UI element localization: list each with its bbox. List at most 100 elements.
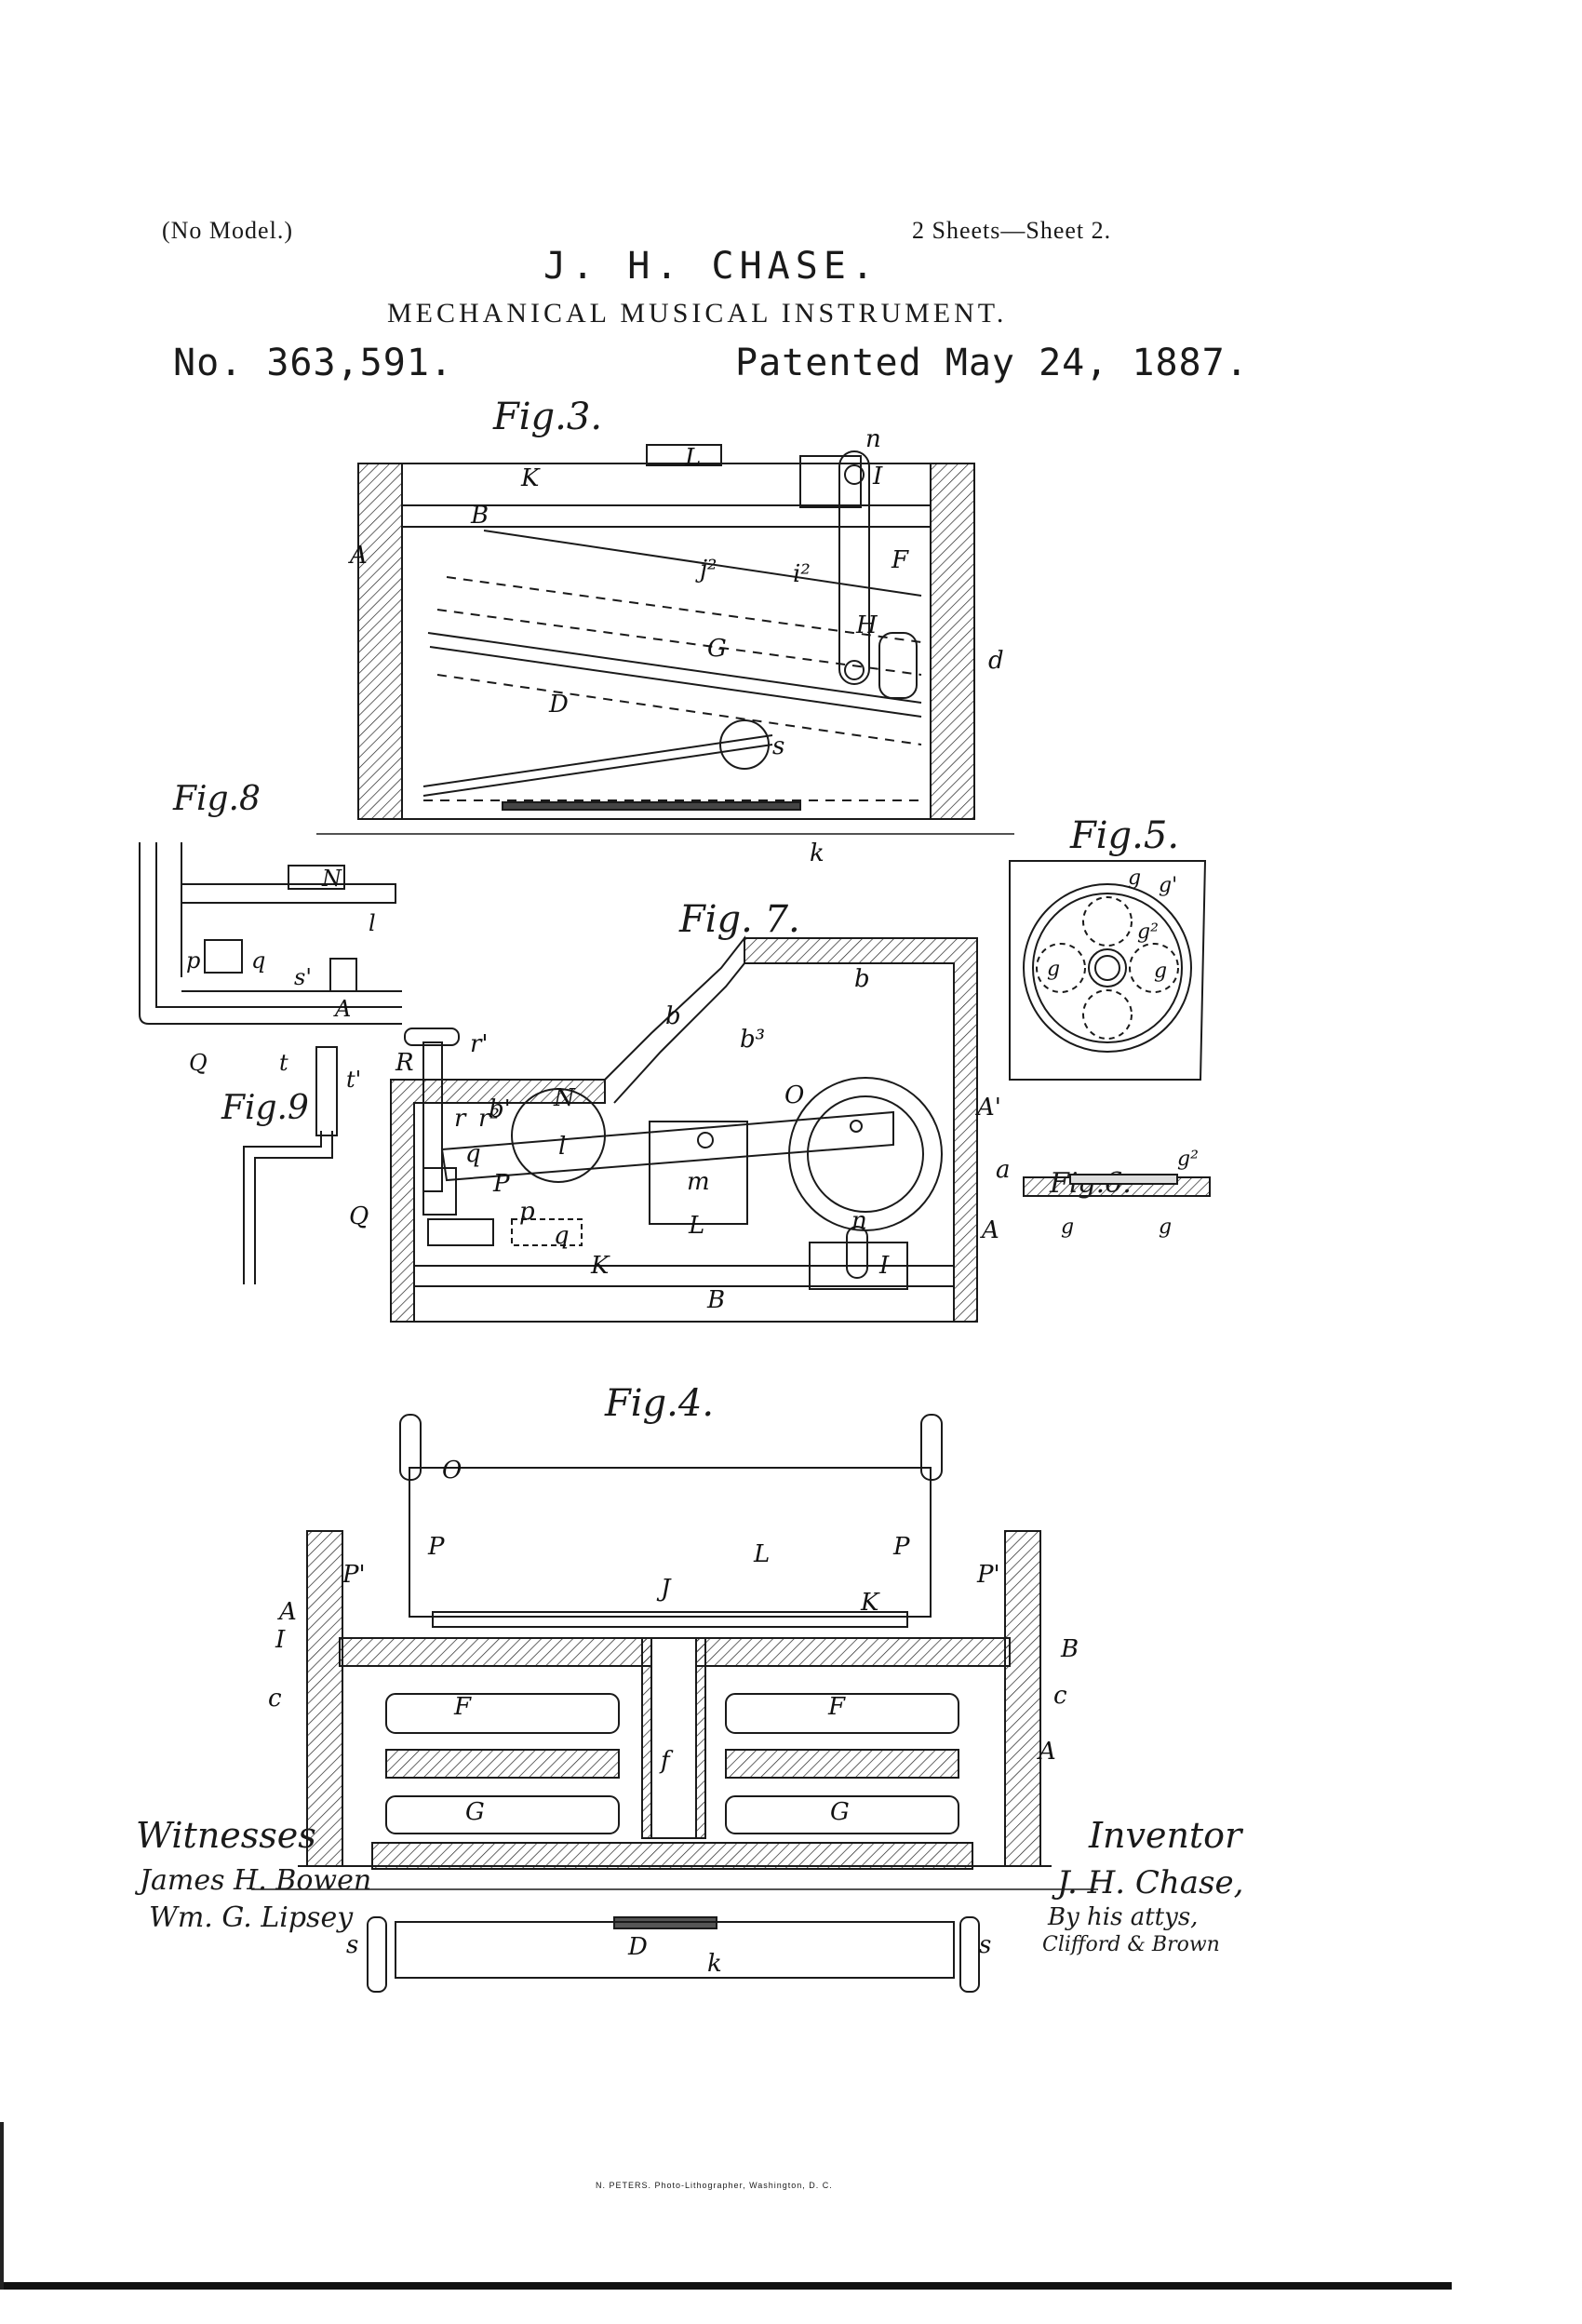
- svg-text:G: G: [707, 635, 727, 663]
- svg-text:P: P: [892, 1533, 910, 1561]
- inventor-name: J. H. CHASE.: [543, 245, 879, 288]
- svg-text:B: B: [470, 502, 489, 530]
- svg-text:K: K: [860, 1589, 880, 1617]
- svg-text:b³: b³: [740, 1026, 765, 1054]
- svg-text:A: A: [348, 542, 368, 570]
- svg-text:I: I: [275, 1626, 286, 1654]
- patent-title: MECHANICAL MUSICAL INSTRUMENT.: [387, 298, 1008, 329]
- svg-text:G: G: [830, 1798, 850, 1826]
- fig7-drawing: r' R b' b b b³ O A' A a N l r r² q P p q…: [349, 935, 1011, 1323]
- svg-text:t: t: [279, 1050, 288, 1076]
- bottom-border-rule: [0, 2282, 1452, 2290]
- svg-text:R: R: [395, 1049, 414, 1077]
- svg-text:m: m: [687, 1168, 710, 1196]
- svg-text:A: A: [1037, 1738, 1056, 1766]
- svg-text:L: L: [684, 444, 701, 472]
- svg-text:I: I: [872, 463, 883, 490]
- svg-text:g: g: [1061, 1216, 1074, 1239]
- svg-text:O: O: [442, 1457, 462, 1484]
- svg-text:r²: r²: [478, 1105, 500, 1133]
- fig4-drawing: O P P P' P' L J K A I B c c F F f A G G …: [251, 1414, 1098, 1993]
- witness-1-signature: James H. Bowen: [140, 1864, 372, 1897]
- svg-text:p: p: [519, 1198, 535, 1226]
- svg-text:N: N: [553, 1084, 576, 1112]
- svg-text:F: F: [827, 1693, 846, 1721]
- svg-text:r': r': [470, 1030, 489, 1058]
- fig4-label: Fig.4.: [605, 1382, 715, 1425]
- fig9-drawing: t t': [243, 1046, 361, 1284]
- svg-text:p: p: [186, 947, 200, 974]
- svg-text:g: g: [1047, 958, 1060, 981]
- fig3-drawing: K L B A j² i² F G D s H I n d k: [316, 425, 1014, 867]
- svg-text:A: A: [980, 1216, 999, 1244]
- svg-text:K: K: [520, 464, 541, 492]
- svg-text:q: q: [554, 1222, 570, 1250]
- fig8-drawing: N l p q s' A Q: [139, 842, 402, 1076]
- printer-credit: N. PETERS. Photo-Lithographer, Washingto…: [596, 2181, 833, 2190]
- svg-text:O: O: [784, 1081, 804, 1109]
- svg-text:s: s: [346, 1931, 358, 1959]
- svg-text:s': s': [294, 964, 312, 990]
- svg-text:g: g: [1159, 1216, 1172, 1239]
- svg-text:g: g: [1154, 960, 1167, 983]
- svg-text:j²: j²: [695, 556, 717, 584]
- witness-2-signature: Wm. G. Lipsey: [149, 1901, 354, 1934]
- svg-text:c: c: [1053, 1682, 1067, 1710]
- svg-text:D: D: [627, 1933, 648, 1961]
- svg-text:n: n: [851, 1207, 867, 1235]
- svg-text:F: F: [891, 546, 909, 574]
- svg-text:K: K: [590, 1252, 610, 1280]
- svg-text:k: k: [810, 840, 825, 867]
- svg-text:k: k: [707, 1950, 722, 1978]
- svg-text:q: q: [251, 947, 265, 974]
- svg-text:s: s: [979, 1931, 991, 1959]
- patent-date: Patented May 24, 1887.: [735, 342, 1249, 384]
- svg-text:b: b: [854, 965, 870, 993]
- svg-text:P: P: [427, 1533, 445, 1561]
- svg-text:g²: g²: [1137, 920, 1159, 944]
- attorney-names: Clifford & Brown: [1042, 1933, 1220, 1956]
- no-model-note: (No Model.): [162, 217, 293, 244]
- patent-number: No. 363,591.: [173, 342, 453, 384]
- svg-text:d: d: [988, 647, 1004, 675]
- svg-text:L: L: [688, 1212, 704, 1240]
- svg-text:A: A: [277, 1598, 297, 1626]
- svg-text:N: N: [321, 866, 342, 892]
- svg-text:i²: i²: [793, 560, 811, 588]
- left-border-rule: [0, 2122, 4, 2290]
- fig3-label: Fig.3.: [493, 396, 603, 438]
- svg-text:P': P': [976, 1561, 1000, 1589]
- sheet-count: 2 Sheets—Sheet 2.: [912, 217, 1112, 244]
- witnesses-label: Witnesses: [136, 1815, 316, 1856]
- inventor-label: Inventor: [1089, 1815, 1242, 1856]
- svg-text:L: L: [753, 1540, 770, 1568]
- svg-text:I: I: [878, 1252, 890, 1280]
- svg-text:s: s: [772, 732, 784, 760]
- fig5-label: Fig.5.: [1070, 814, 1180, 857]
- svg-text:q: q: [465, 1140, 481, 1168]
- svg-text:B: B: [706, 1286, 725, 1314]
- svg-text:n: n: [865, 425, 881, 453]
- svg-text:a: a: [996, 1156, 1011, 1184]
- svg-text:b: b: [665, 1002, 681, 1030]
- svg-text:g²: g²: [1177, 1148, 1199, 1171]
- svg-text:F: F: [453, 1693, 472, 1721]
- svg-text:P: P: [492, 1170, 510, 1198]
- svg-text:r: r: [454, 1105, 467, 1133]
- svg-text:A': A': [975, 1094, 1001, 1122]
- fig9-label: Fig.9: [221, 1089, 309, 1127]
- svg-text:l: l: [369, 910, 376, 936]
- svg-text:A: A: [333, 996, 351, 1022]
- svg-text:c: c: [268, 1685, 282, 1713]
- fig7-label: Fig. 7.: [679, 898, 800, 941]
- svg-text:l: l: [558, 1133, 566, 1161]
- attorneys-line: By his attys,: [1048, 1903, 1199, 1931]
- svg-text:J: J: [656, 1575, 672, 1603]
- svg-text:H: H: [855, 611, 878, 639]
- fig5-drawing: g g' g² g g: [1009, 860, 1207, 1081]
- svg-text:t': t': [346, 1067, 361, 1093]
- svg-text:g: g: [1128, 866, 1141, 890]
- svg-text:Q: Q: [189, 1050, 208, 1076]
- fig6-drawing: g g g²: [1023, 1148, 1211, 1239]
